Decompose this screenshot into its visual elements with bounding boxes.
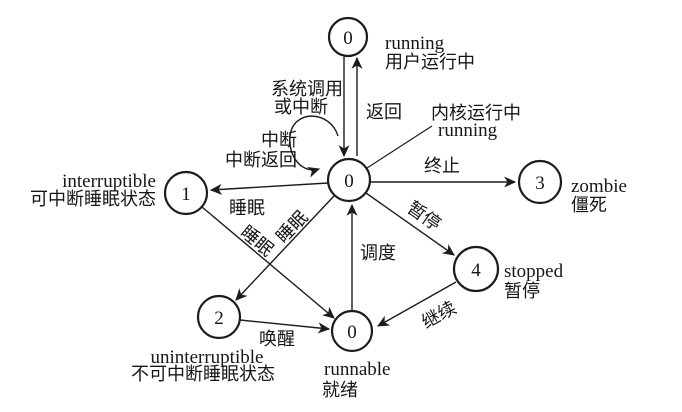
edge-sleep-to-interruptible-line	[209, 182, 329, 195]
edge-sleep-label-horizontal: 睡眠	[229, 198, 265, 218]
node-kernel-running-circle	[326, 157, 372, 203]
node-stopped-label-zh: 暂停	[504, 281, 540, 301]
edge-interrupt-return-label: 中断返回	[225, 150, 297, 170]
node-user-running-label-en: running	[385, 33, 445, 54]
edge-sleep-label-diag-right: 睡眠	[272, 207, 311, 247]
node-runnable-label-zh: 就绪	[322, 380, 358, 400]
edge-interrupt-label: 中断	[261, 130, 297, 150]
node-interruptible-value: 1	[181, 184, 191, 205]
node-runnable-label-en: runnable	[324, 359, 390, 380]
node-zombie-value: 3	[535, 173, 545, 194]
edge-wakeup-label: 唤醒	[259, 329, 295, 349]
edge-terminate-label: 终止	[424, 156, 460, 176]
node-interruptible-label-en: interruptible	[62, 171, 156, 192]
edge-sleep-to-uninterruptible-line	[235, 195, 335, 301]
edge-interrupt-self-loop	[289, 115, 339, 178]
edge-interruptible-to-runnable-line	[201, 206, 335, 319]
node-runnable-circle	[330, 309, 374, 353]
edge-continue-label: 继续	[418, 298, 459, 333]
node-runnable-value: 0	[347, 322, 357, 343]
node-uninterruptible-label-en: uninterruptible	[151, 347, 264, 368]
kernel-running-callout-line	[366, 125, 433, 169]
node-kernel-running-label-zh: 内核运行中	[431, 103, 521, 123]
node-stopped-circle	[452, 245, 500, 293]
edge-syscall-label-line1: 系统调用	[271, 79, 343, 99]
node-interruptible-label-zh: 可中断睡眠状态	[30, 189, 156, 209]
node-zombie-circle	[517, 159, 563, 205]
node-uninterruptible-circle	[196, 294, 242, 340]
node-kernel-running-label-en: running	[438, 120, 498, 141]
node-user-running-circle	[327, 16, 369, 58]
node-zombie-label-zh: 僵死	[571, 195, 607, 215]
edge-syscall-label-line2: 或中断	[274, 97, 328, 117]
node-uninterruptible-label-zh: 不可中断睡眠状态	[131, 364, 275, 384]
edge-return-label: 返回	[366, 102, 402, 122]
node-interruptible-circle	[163, 170, 209, 216]
edge-wakeup-line	[239, 319, 331, 334]
node-kernel-running-value: 0	[344, 171, 354, 192]
edge-sleep-label-diag-left: 睡眠	[237, 222, 277, 260]
node-user-running-value: 0	[343, 28, 353, 49]
node-stopped-label-en: stopped	[504, 261, 564, 282]
edge-pause-label: 暂停	[404, 197, 445, 234]
node-uninterruptible-value: 2	[214, 308, 224, 329]
edge-continue-line	[377, 281, 457, 327]
node-zombie-label-en: zombie	[571, 176, 627, 197]
edge-pause-line	[365, 192, 455, 256]
node-stopped-value: 4	[471, 260, 481, 281]
node-user-running-label-zh: 用户运行中	[385, 52, 475, 72]
edge-schedule-label: 调度	[360, 243, 396, 263]
